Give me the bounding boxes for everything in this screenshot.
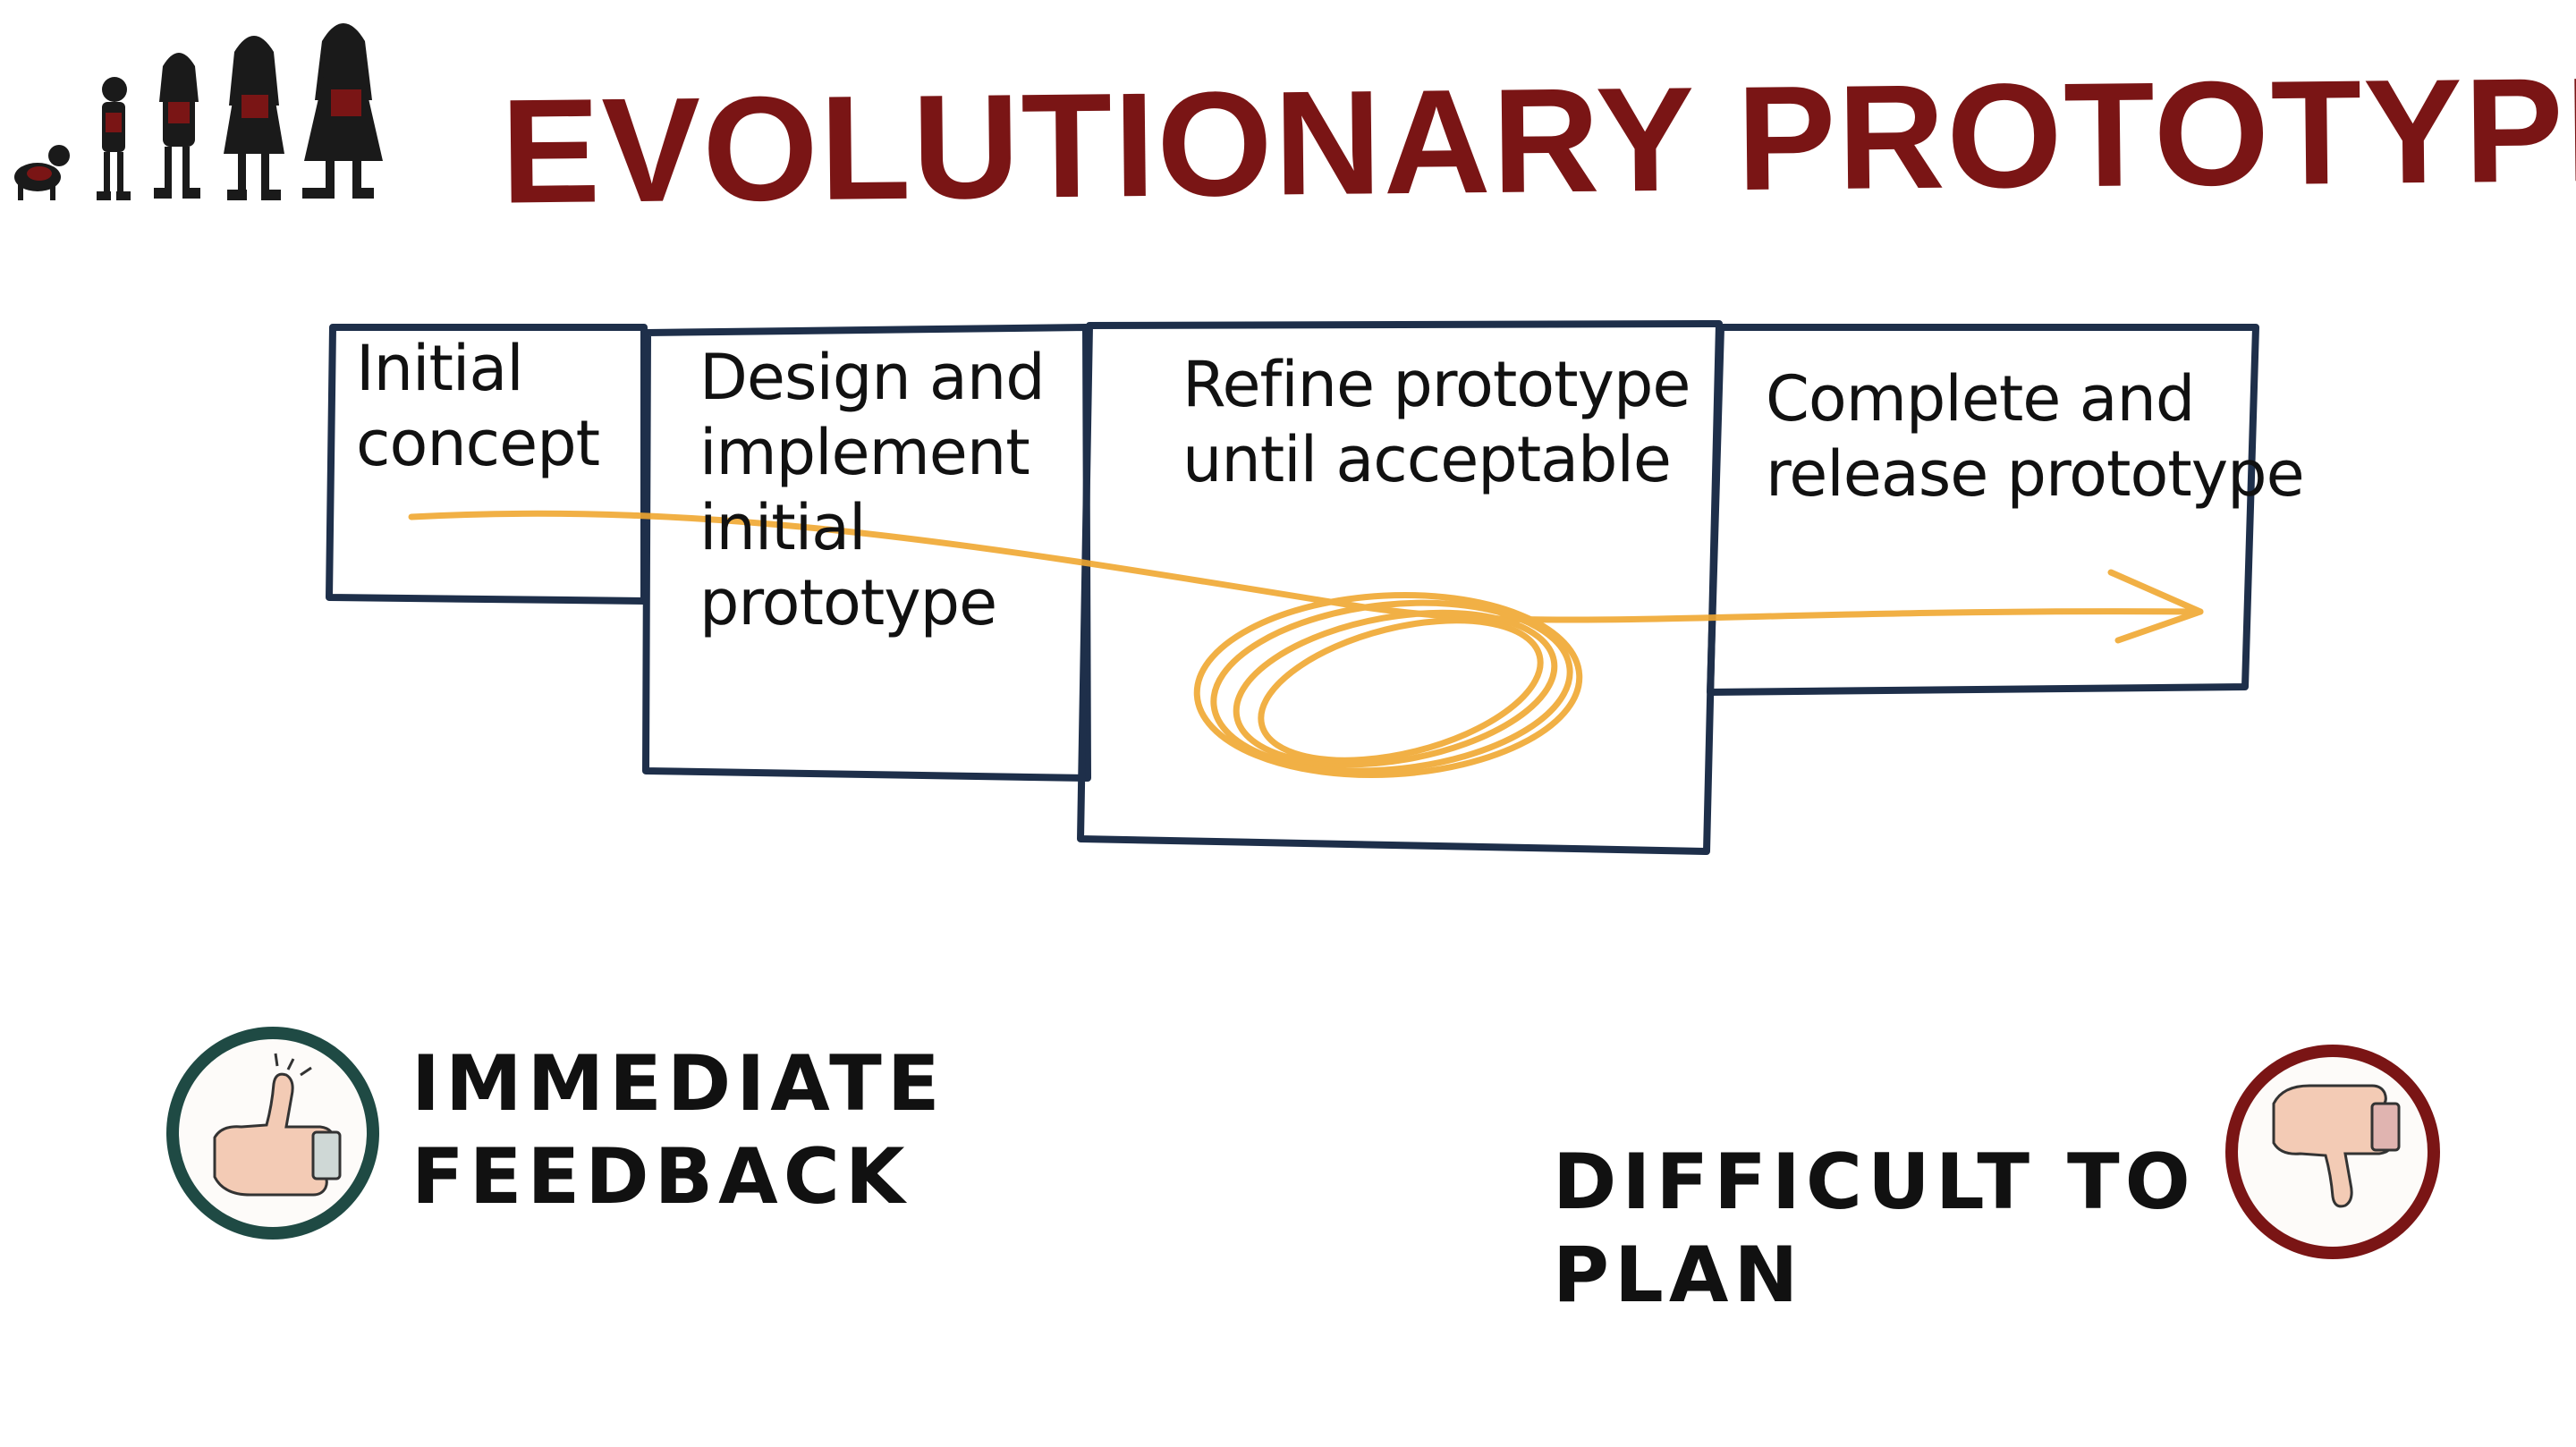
- thumbs-up-icon: [166, 1027, 379, 1240]
- stage-label-initial-concept: Initial concept: [356, 332, 600, 480]
- stage-label-complete-release: Complete and release prototype: [1766, 362, 2305, 511]
- stage-box-complete-release: [1707, 324, 2259, 696]
- arrow-head: [2107, 569, 2204, 644]
- stage-label-design-implement: Design and implement initial prototype: [699, 341, 1046, 639]
- cons-text: DIFFICULT TO PLAN: [1553, 1138, 2196, 1320]
- stage-label-refine: Refine prototype until acceptable: [1182, 348, 1690, 496]
- evolution-figures-illustration: [14, 23, 383, 200]
- refinement-loop: [1210, 599, 1573, 774]
- thumbs-down-icon: [2225, 1045, 2440, 1259]
- stage-box-refine: [1077, 320, 1723, 855]
- process-flow-arrow: [408, 510, 2204, 623]
- pros-text: IMMEDIATE FEEDBACK: [411, 1039, 945, 1222]
- stage-box-design-implement: [642, 324, 1091, 782]
